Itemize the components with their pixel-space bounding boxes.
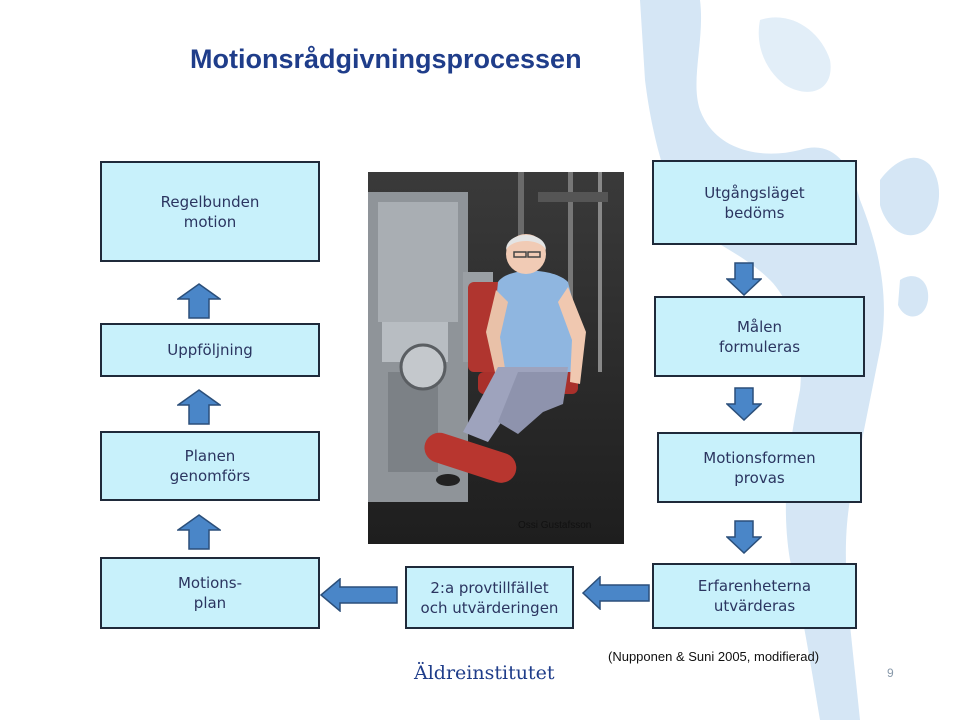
arrow-left-icon	[582, 576, 650, 610]
box-utgangslaget: Utgångsläget bedöms	[652, 160, 857, 245]
arrow-up-icon	[177, 389, 221, 425]
arrow-up-icon	[177, 283, 221, 319]
arrow-left-icon	[320, 578, 398, 612]
box-label: Motionsformen provas	[703, 448, 816, 487]
arrow-down-icon	[726, 262, 762, 296]
arrow-down-icon	[726, 520, 762, 554]
arrow-up-icon	[177, 514, 221, 550]
box-label: Uppföljning	[167, 341, 253, 359]
page-number: 9	[887, 666, 894, 680]
slide-title: Motionsrådgivningsprocessen	[190, 44, 582, 74]
box-motionsplan: Motions- plan	[100, 557, 320, 629]
aldreinstitutet-logo: Äldreinstitutet	[414, 662, 555, 684]
photo-illustration	[368, 172, 624, 544]
box-provtillfallet: 2:a provtillfället och utvärderingen	[405, 566, 574, 629]
box-label: Utgångsläget bedöms	[704, 183, 805, 222]
box-malen: Målen formuleras	[654, 296, 865, 377]
box-uppfoljning: Uppföljning	[100, 323, 320, 377]
box-label: Planen genomförs	[169, 447, 251, 485]
source-citation: (Nupponen & Suni 2005, modifierad)	[608, 649, 820, 664]
arrow-down-icon	[726, 387, 762, 421]
box-planen-genomfors: Planen genomförs	[100, 431, 320, 501]
senior-exercise-photo: Ossi Gustafsson	[368, 172, 624, 544]
box-label: Erfarenheterna utvärderas	[697, 577, 812, 615]
box-label: Målen formuleras	[718, 317, 801, 356]
box-motionsformen: Motionsformen provas	[657, 432, 862, 503]
box-regelbunden-motion: Regelbunden motion	[100, 161, 320, 262]
photo-credit: Ossi Gustafsson	[518, 520, 592, 531]
box-label: 2:a provtillfället och utvärderingen	[420, 578, 559, 617]
box-erfarenheterna: Erfarenheterna utvärderas	[652, 563, 857, 629]
box-label: Regelbunden motion	[160, 192, 260, 231]
box-label: Motions- plan	[177, 574, 243, 612]
